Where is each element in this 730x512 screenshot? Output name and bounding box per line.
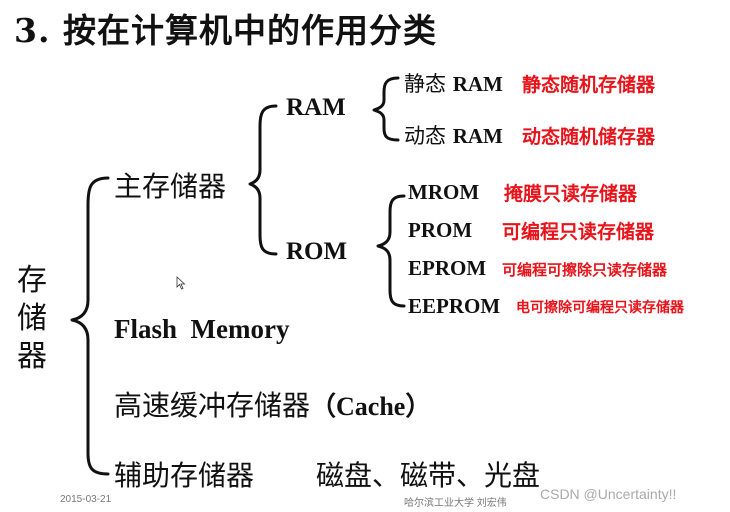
cache-label: 高速缓冲存储器（Cache） (114, 384, 431, 424)
ram-item-code: RAM (452, 72, 503, 96)
main-memory-brace (248, 104, 278, 256)
watermark: CSDN @Uncertainty!! (540, 486, 677, 502)
rom-brace (376, 194, 406, 308)
rom-item-code: EEPROM (408, 294, 501, 318)
aux-memory-label: 辅助存储器 (114, 459, 255, 492)
ram-label: RAM (286, 94, 346, 121)
mouse-pointer-icon (176, 276, 186, 290)
ram-item-desc: 静态随机存储器 (522, 74, 656, 96)
ram-brace (372, 76, 400, 142)
page-title: 3. 按在计算机中的作用分类 (14, 11, 437, 50)
rom-item-desc: 掩膜只读存储器 (504, 183, 638, 205)
footer-source: 哈尔滨工业大学 刘宏伟 (404, 498, 507, 509)
rom-item-desc: 可编程可擦除只读存储器 (502, 261, 668, 279)
rom-item-code: EPROM (408, 256, 487, 280)
ram-item-dynamic: 动态 RAM (404, 120, 503, 150)
root-brace (70, 176, 110, 476)
rom-item-desc: 电可擦除可编程只读存储器 (516, 300, 684, 316)
rom-item-code: PROM (408, 218, 473, 242)
root-label: 存储器 (17, 263, 47, 374)
ram-item-desc: 动态随机储存器 (522, 126, 656, 148)
rom-item-desc: 可编程只读存储器 (502, 221, 655, 243)
rom-label: ROM (286, 238, 348, 265)
flash-memory-label: Flash Memory (114, 314, 290, 344)
cache-code: （Cache） (310, 392, 432, 421)
ram-item-code: RAM (452, 124, 503, 148)
main-memory-label: 主存储器 (114, 170, 227, 203)
ram-item-prefix: 静态 (404, 72, 453, 96)
aux-memory-examples: 磁盘、磁带、光盘 (316, 459, 541, 492)
footer-date: 2015-03-21 (60, 494, 112, 505)
cache-label-text: 高速缓冲存储器 (114, 389, 311, 422)
ram-item-prefix: 动态 (404, 124, 453, 148)
ram-item-static: 静态 RAM (404, 68, 503, 98)
rom-item-code: MROM (408, 180, 480, 204)
